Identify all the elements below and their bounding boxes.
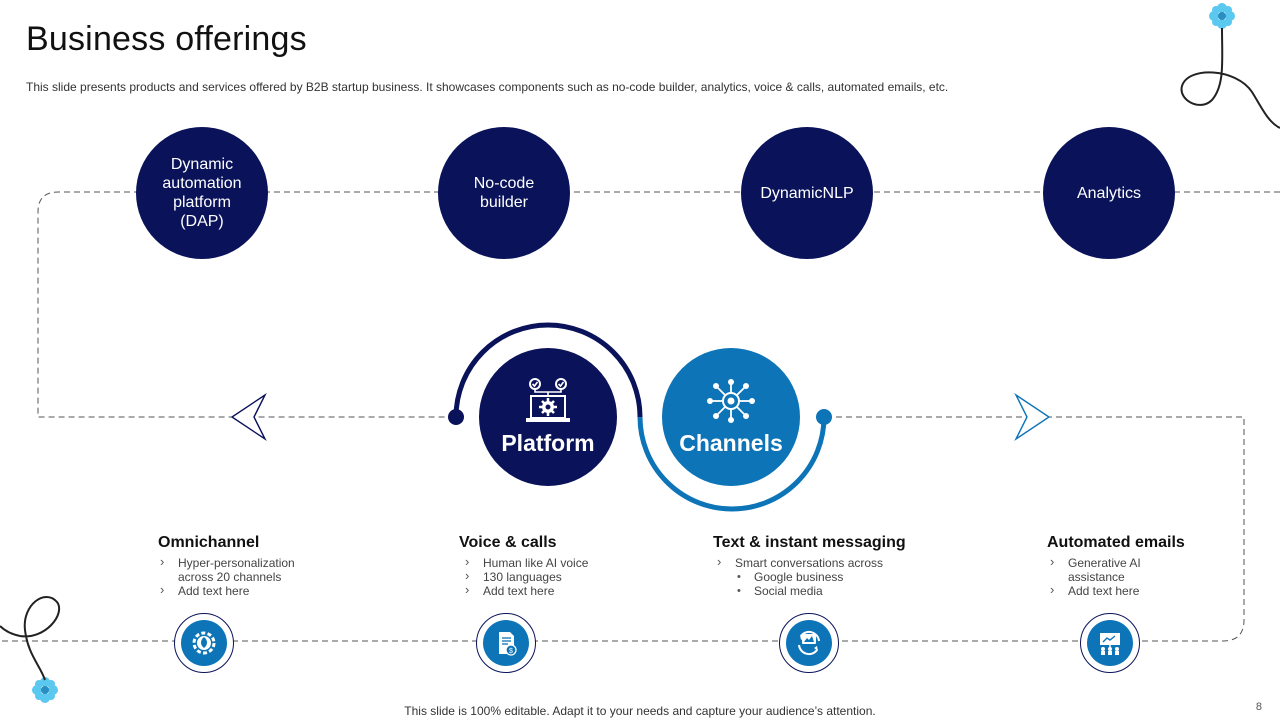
- offering-dap[interactable]: Dynamic automation platform (DAP): [136, 127, 268, 259]
- flower-decoration-bottom: [32, 677, 58, 703]
- offering-no-code-builder[interactable]: No-code builder: [438, 127, 570, 259]
- chevron-left-icon: [230, 392, 267, 442]
- list-item: Hyper-personalization: [158, 555, 295, 570]
- list-item: Human like AI voice: [463, 555, 588, 570]
- list-item: assistance: [1068, 570, 1125, 584]
- list-item: Smart conversations across: [715, 555, 883, 570]
- feature-title-voice-calls: Voice & calls: [459, 534, 557, 551]
- laptop-gear-icon: [526, 377, 570, 422]
- footer-note: This slide is 100% editable. Adapt it to…: [404, 704, 876, 718]
- messaging-icon-button[interactable]: [779, 613, 839, 673]
- list-item: Add text here: [1048, 583, 1141, 598]
- slide-subtitle: This slide presents products and service…: [26, 80, 949, 94]
- list-item: across 20 channels: [178, 570, 282, 584]
- page-number: 8: [1255, 701, 1262, 713]
- feature-list-omnichannel: Hyper-personalization across 20 channels…: [158, 555, 295, 598]
- presentation-team-icon: [1100, 633, 1120, 655]
- omnichannel-icon-button[interactable]: [174, 613, 234, 673]
- channels-circle[interactable]: Channels: [662, 348, 800, 486]
- feature-title-omnichannel: Omnichannel: [158, 534, 260, 551]
- feature-title-messaging: Text & instant messaging: [713, 534, 906, 551]
- feature-list-automated-emails: Generative AI assistance Add text here: [1048, 555, 1141, 598]
- chevron-right-icon: [1014, 392, 1051, 442]
- network-hub-icon: [707, 378, 755, 423]
- slide-title: Business offerings: [26, 20, 307, 58]
- document-dollar-icon: $: [499, 632, 517, 656]
- list-item: 130 languages: [463, 569, 588, 584]
- channels-label: Channels: [679, 429, 783, 456]
- feature-title-automated-emails: Automated emails: [1047, 534, 1185, 551]
- platform-circle[interactable]: Platform: [479, 348, 617, 486]
- feature-list-messaging: Smart conversations across Google busine…: [715, 555, 883, 598]
- automated-emails-icon-button[interactable]: [1080, 613, 1140, 673]
- offering-analytics[interactable]: Analytics: [1043, 127, 1175, 259]
- list-item: Social media: [715, 584, 883, 598]
- flower-decoration-top: [1209, 3, 1235, 29]
- offering-dynamic-nlp[interactable]: DynamicNLP: [741, 127, 873, 259]
- list-item: Add text here: [158, 583, 295, 598]
- feature-list-voice-calls: Human like AI voice 130 languages Add te…: [463, 555, 588, 598]
- list-item: Add text here: [463, 583, 588, 598]
- svg-text:$: $: [509, 648, 513, 655]
- chat-refresh-icon: [798, 630, 820, 656]
- gear-leaf-icon: [192, 631, 216, 655]
- platform-label: Platform: [501, 429, 595, 456]
- list-item: Generative AI: [1048, 555, 1141, 570]
- list-item: Google business: [715, 570, 883, 584]
- voice-calls-icon-button[interactable]: $: [476, 613, 536, 673]
